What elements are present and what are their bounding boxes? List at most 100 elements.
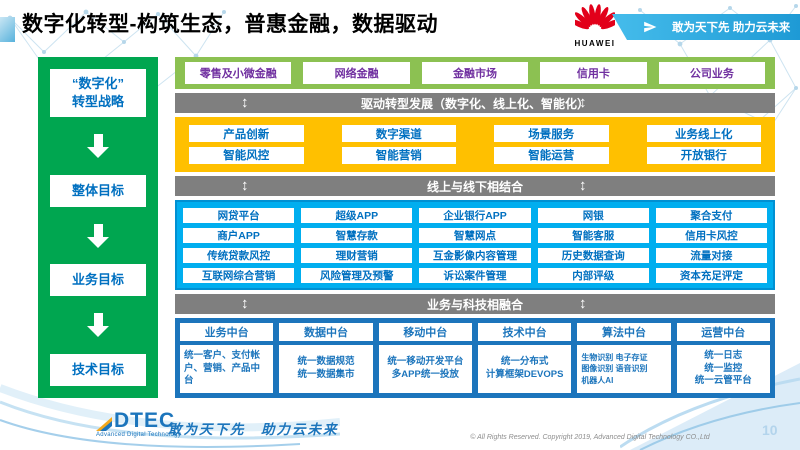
platform-item: 统一客户、支付帐户、营销、产品中台	[184, 349, 261, 387]
online-offline-banner: ↕ 线上与线下相结合 ↕	[175, 176, 775, 196]
dtec-logo: DTEC Advanced Digital Technology	[96, 410, 181, 438]
online-offline-box: 企业银行APP	[419, 208, 531, 223]
capability-row: 产品创新 数字渠道 场景服务 业务线上化	[189, 125, 761, 143]
capability-box: 业务线上化	[646, 125, 761, 143]
business-line-box: 网络金融	[303, 62, 410, 84]
down-arrow-icon	[87, 134, 109, 159]
online-offline-box: 信用卡风控	[655, 228, 768, 243]
capability-row: 智能风控 智能营销 智能运营 开放银行	[189, 146, 761, 164]
huawei-flower-icon	[570, 4, 620, 30]
sidebar-item: 技术目标	[50, 353, 146, 386]
platform-item: 机器人AI	[581, 375, 614, 385]
platform-title: 运营中台	[676, 323, 770, 341]
platform-item: 统一分布式	[500, 356, 549, 368]
platform-title: 业务中台	[180, 323, 274, 341]
online-offline-box: 聚合支付	[655, 208, 768, 223]
platform-grid: 业务中台统一客户、支付帐户、营销、产品中台数据中台统一数据规范统一数据集市移动中…	[175, 318, 775, 398]
platform-items: 统一日志统一监控统一云管平台	[676, 345, 770, 393]
online-offline-box: 理财营销	[301, 248, 413, 263]
online-offline-box: 超级APP	[301, 208, 413, 223]
platform-title: 技术中台	[477, 323, 572, 341]
platform-items: 统一移动开发平台多APP统一投放	[378, 345, 472, 393]
online-offline-row: 网贷平台超级APP 企业银行APP 网银聚合支付	[183, 208, 768, 223]
platform-item: 生物识别 电子存证	[581, 353, 648, 363]
platform-item: 计算框架DEVOPS	[485, 369, 564, 380]
capability-box: 智能风控	[189, 146, 304, 164]
online-offline-box: 互联网综合营销	[183, 268, 295, 283]
business-line-box: 信用卡	[540, 62, 647, 84]
platform-items: 生物识别 电子存证图像识别 语音识别机器人AI	[577, 345, 671, 393]
online-offline-box: 内部评级	[537, 268, 649, 283]
architecture-diagram: 零售及小微金融网络金融金融市场信用卡公司业务 ↕ 驱动转型发展（数字化、线上化、…	[175, 57, 775, 398]
platform-title: 数据中台	[279, 323, 373, 341]
online-offline-box: 流量对接	[655, 248, 768, 263]
platform-column: 业务中台统一客户、支付帐户、营销、产品中台	[180, 323, 274, 393]
drive-banner: ↕ 驱动转型发展（数字化、线上化、智能化） ↕	[175, 93, 775, 113]
slogan-banner: 敢为天下先 助力云未来	[612, 14, 800, 40]
online-offline-box: 互金影像内容管理	[419, 248, 531, 263]
online-offline-box: 风险管理及预警	[301, 268, 413, 283]
capability-box: 数字渠道	[341, 125, 456, 143]
online-offline-box: 历史数据查询	[537, 248, 649, 263]
platform-items: 统一分布式计算框架DEVOPS	[477, 345, 572, 393]
platform-item: 统一监控	[704, 362, 743, 374]
updown-arrow-icon: ↕	[241, 94, 249, 111]
huawei-logo-text: HUAWEI	[574, 39, 616, 48]
title-accent-bar	[0, 17, 15, 42]
platform-items: 统一数据规范统一数据集市	[279, 345, 373, 393]
online-offline-row: 互联网综合营销风险管理及预警诉讼案件管理内部评级资本充足评定	[183, 268, 768, 283]
platform-column: 运营中台统一日志统一监控统一云管平台	[676, 323, 770, 393]
dtec-logo-subtext: Advanced Digital Technology	[96, 432, 182, 438]
business-line-box: 金融市场	[421, 62, 529, 84]
capability-box: 场景服务	[494, 125, 609, 143]
sidebar-item: 业务目标	[50, 264, 146, 297]
footer-slogan: 敢为天下先 助力云未来	[168, 422, 339, 437]
tech-fusion-banner: ↕ 业务与科技相融合 ↕	[175, 294, 775, 314]
page-title: 数字化转型-构筑生态，普惠金融，数据驱动	[22, 13, 438, 36]
slogan-banner-text: 敢为天下先 助力云未来	[672, 22, 791, 34]
capability-box: 产品创新	[189, 125, 304, 143]
updown-arrow-icon: ↕	[579, 295, 587, 312]
platform-column: 技术中台统一分布式计算框架DEVOPS	[477, 323, 572, 393]
business-lines-row: 零售及小微金融网络金融金融市场信用卡公司业务	[175, 57, 775, 89]
online-offline-box: 传统贷款风控	[183, 248, 295, 263]
platform-item: 统一云管平台	[694, 375, 752, 387]
sidebar-item: “数字化” 转型战略	[50, 69, 146, 118]
updown-arrow-icon: ↕	[241, 295, 249, 312]
page-number: 10	[762, 422, 778, 438]
platform-column: 移动中台统一移动开发平台多APP统一投放	[378, 323, 472, 393]
huawei-logo: HUAWEI	[570, 3, 620, 48]
strategy-sidebar: “数字化” 转型战略整体目标业务目标技术目标	[38, 57, 158, 398]
online-offline-row: 传统贷款风控理财营销互金影像内容管理历史数据查询流量对接	[183, 248, 768, 263]
platform-item: 统一数据规范	[297, 356, 355, 368]
business-line-box: 公司业务	[658, 62, 766, 84]
dtec-logo-text: DTEC	[114, 409, 176, 432]
drive-banner-label: 驱动转型发展（数字化、线上化、智能化）	[360, 96, 589, 111]
updown-arrow-icon: ↕	[579, 177, 587, 194]
online-offline-box: 资本充足评定	[655, 268, 768, 283]
capability-box: 开放银行	[646, 146, 761, 164]
platform-title: 算法中台	[577, 323, 671, 341]
paper-plane-icon	[642, 20, 658, 34]
platform-column: 算法中台生物识别 电子存证图像识别 语音识别机器人AI	[577, 323, 671, 393]
platform-item: 多APP统一投放	[391, 369, 459, 380]
business-line-box: 零售及小微金融	[185, 62, 292, 84]
capability-box: 智能营销	[341, 146, 456, 164]
down-arrow-icon	[87, 313, 109, 338]
capability-box: 智能运营	[494, 146, 609, 164]
online-offline-box: 诉讼案件管理	[419, 268, 531, 283]
online-offline-box: 网银	[537, 208, 649, 223]
updown-arrow-icon: ↕	[579, 94, 587, 111]
updown-arrow-icon: ↕	[241, 177, 249, 194]
capability-grid: 产品创新 数字渠道 场景服务 业务线上化智能风控 智能营销 智能运营 开放银行	[175, 117, 775, 172]
online-offline-banner-label: 线上与线下相结合	[426, 179, 523, 194]
platform-item: 统一日志	[704, 349, 743, 361]
platform-item: 统一数据集市	[297, 369, 355, 380]
dtec-mark-icon	[96, 417, 112, 431]
online-offline-box: 网贷平台	[183, 208, 295, 223]
online-offline-box: 商户APP	[183, 228, 295, 243]
platform-column: 数据中台统一数据规范统一数据集市	[279, 323, 373, 393]
